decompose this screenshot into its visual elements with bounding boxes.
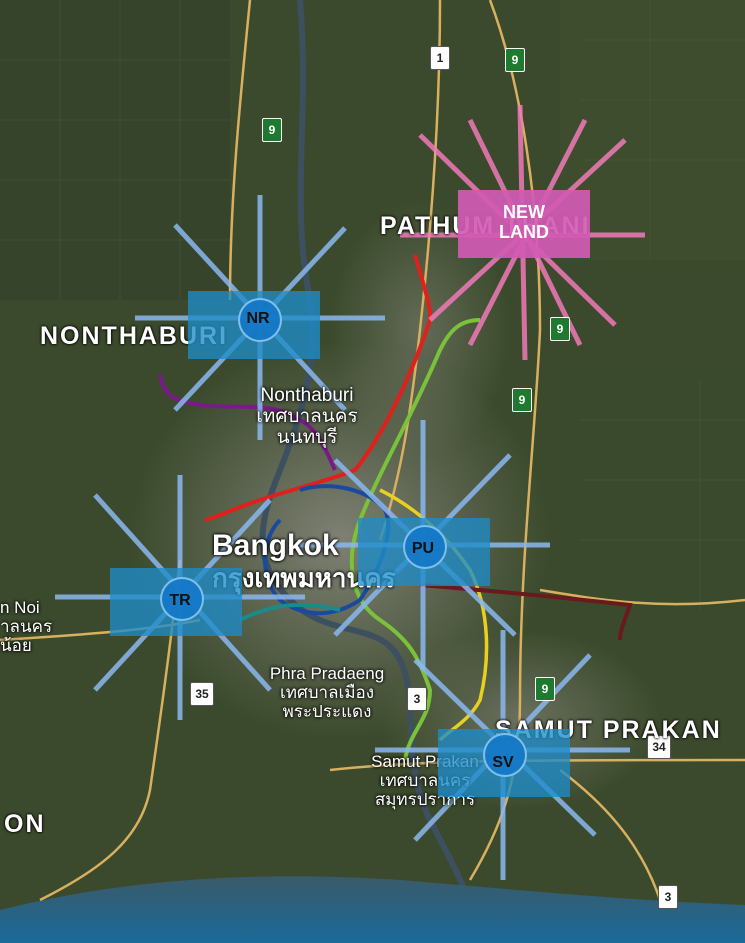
nonthaburi-th-1: เทศบาลนคร xyxy=(256,406,358,427)
bangkok-noi-line3: น้อย xyxy=(0,636,32,655)
hub-tr-label: TR xyxy=(169,592,191,609)
bangkok-noi-line1: n Noi xyxy=(0,598,40,617)
hub-new-land-line1: NEW xyxy=(503,202,545,222)
route-3-shield: 3 xyxy=(407,687,427,711)
phra-pradaeng-th-1: เทศบาลเมือง xyxy=(279,683,375,702)
bangkok-noi-line2: าลนคร xyxy=(0,617,53,636)
route-9-shield: 9 xyxy=(535,677,555,701)
bangkok-en: Bangkok xyxy=(212,529,339,562)
route-9-shield: 9 xyxy=(262,118,282,142)
route-1-shield: 1 xyxy=(430,46,450,70)
route-34-shield: 34 xyxy=(647,735,671,759)
hub-pu-marker xyxy=(403,525,447,569)
hub-pu-label: PU xyxy=(411,540,435,557)
field-grid xyxy=(0,0,230,300)
green-line xyxy=(349,318,481,761)
route-9-shield: 9 xyxy=(550,317,570,341)
hub-new-land-box[interactable] xyxy=(458,190,590,258)
nonthaburi-th-2: นนทบุรี xyxy=(276,427,338,448)
route-9-shield: 9 xyxy=(505,48,525,72)
teal-line xyxy=(239,602,341,622)
farmland-patch xyxy=(560,380,745,610)
farmland-patch xyxy=(560,0,745,260)
route-35-shield: 35 xyxy=(190,682,214,706)
hub-sv-label: SV xyxy=(492,754,514,771)
city-label-nonthaburi: Nonthaburi เทศบาลนคร นนทบุรี xyxy=(232,385,382,448)
hub-sv-marker xyxy=(483,733,527,777)
nonthaburi-en: Nonthaburi xyxy=(260,385,354,406)
city-label-phra-pradaeng: Phra Pradaeng เทศบาลเมือง พระประแดง xyxy=(252,664,402,721)
hub-new-land-line2: LAND xyxy=(499,222,549,242)
route-9-shield: 9 xyxy=(512,388,532,412)
phra-pradaeng-th-2: พระประแดง xyxy=(282,702,372,721)
hub-nr-marker xyxy=(238,298,282,342)
hub-new-land-label: NEW LAND xyxy=(458,202,590,242)
route-3-shield: 3 xyxy=(658,885,678,909)
phra-pradaeng-en: Phra Pradaeng xyxy=(269,664,385,683)
region-label-west-cut: ON xyxy=(4,810,46,838)
maroon-line xyxy=(419,583,633,641)
chao-phraya-river xyxy=(259,0,483,943)
red-line xyxy=(204,254,433,522)
hub-tr-marker xyxy=(160,577,204,621)
blue-line xyxy=(263,484,391,616)
gulf-of-thailand xyxy=(0,876,745,943)
farmland-patch xyxy=(0,0,230,300)
city-label-bangkok-noi: n Noi าลนคร น้อย xyxy=(0,598,52,655)
hub-nr-label: NR xyxy=(246,310,270,327)
